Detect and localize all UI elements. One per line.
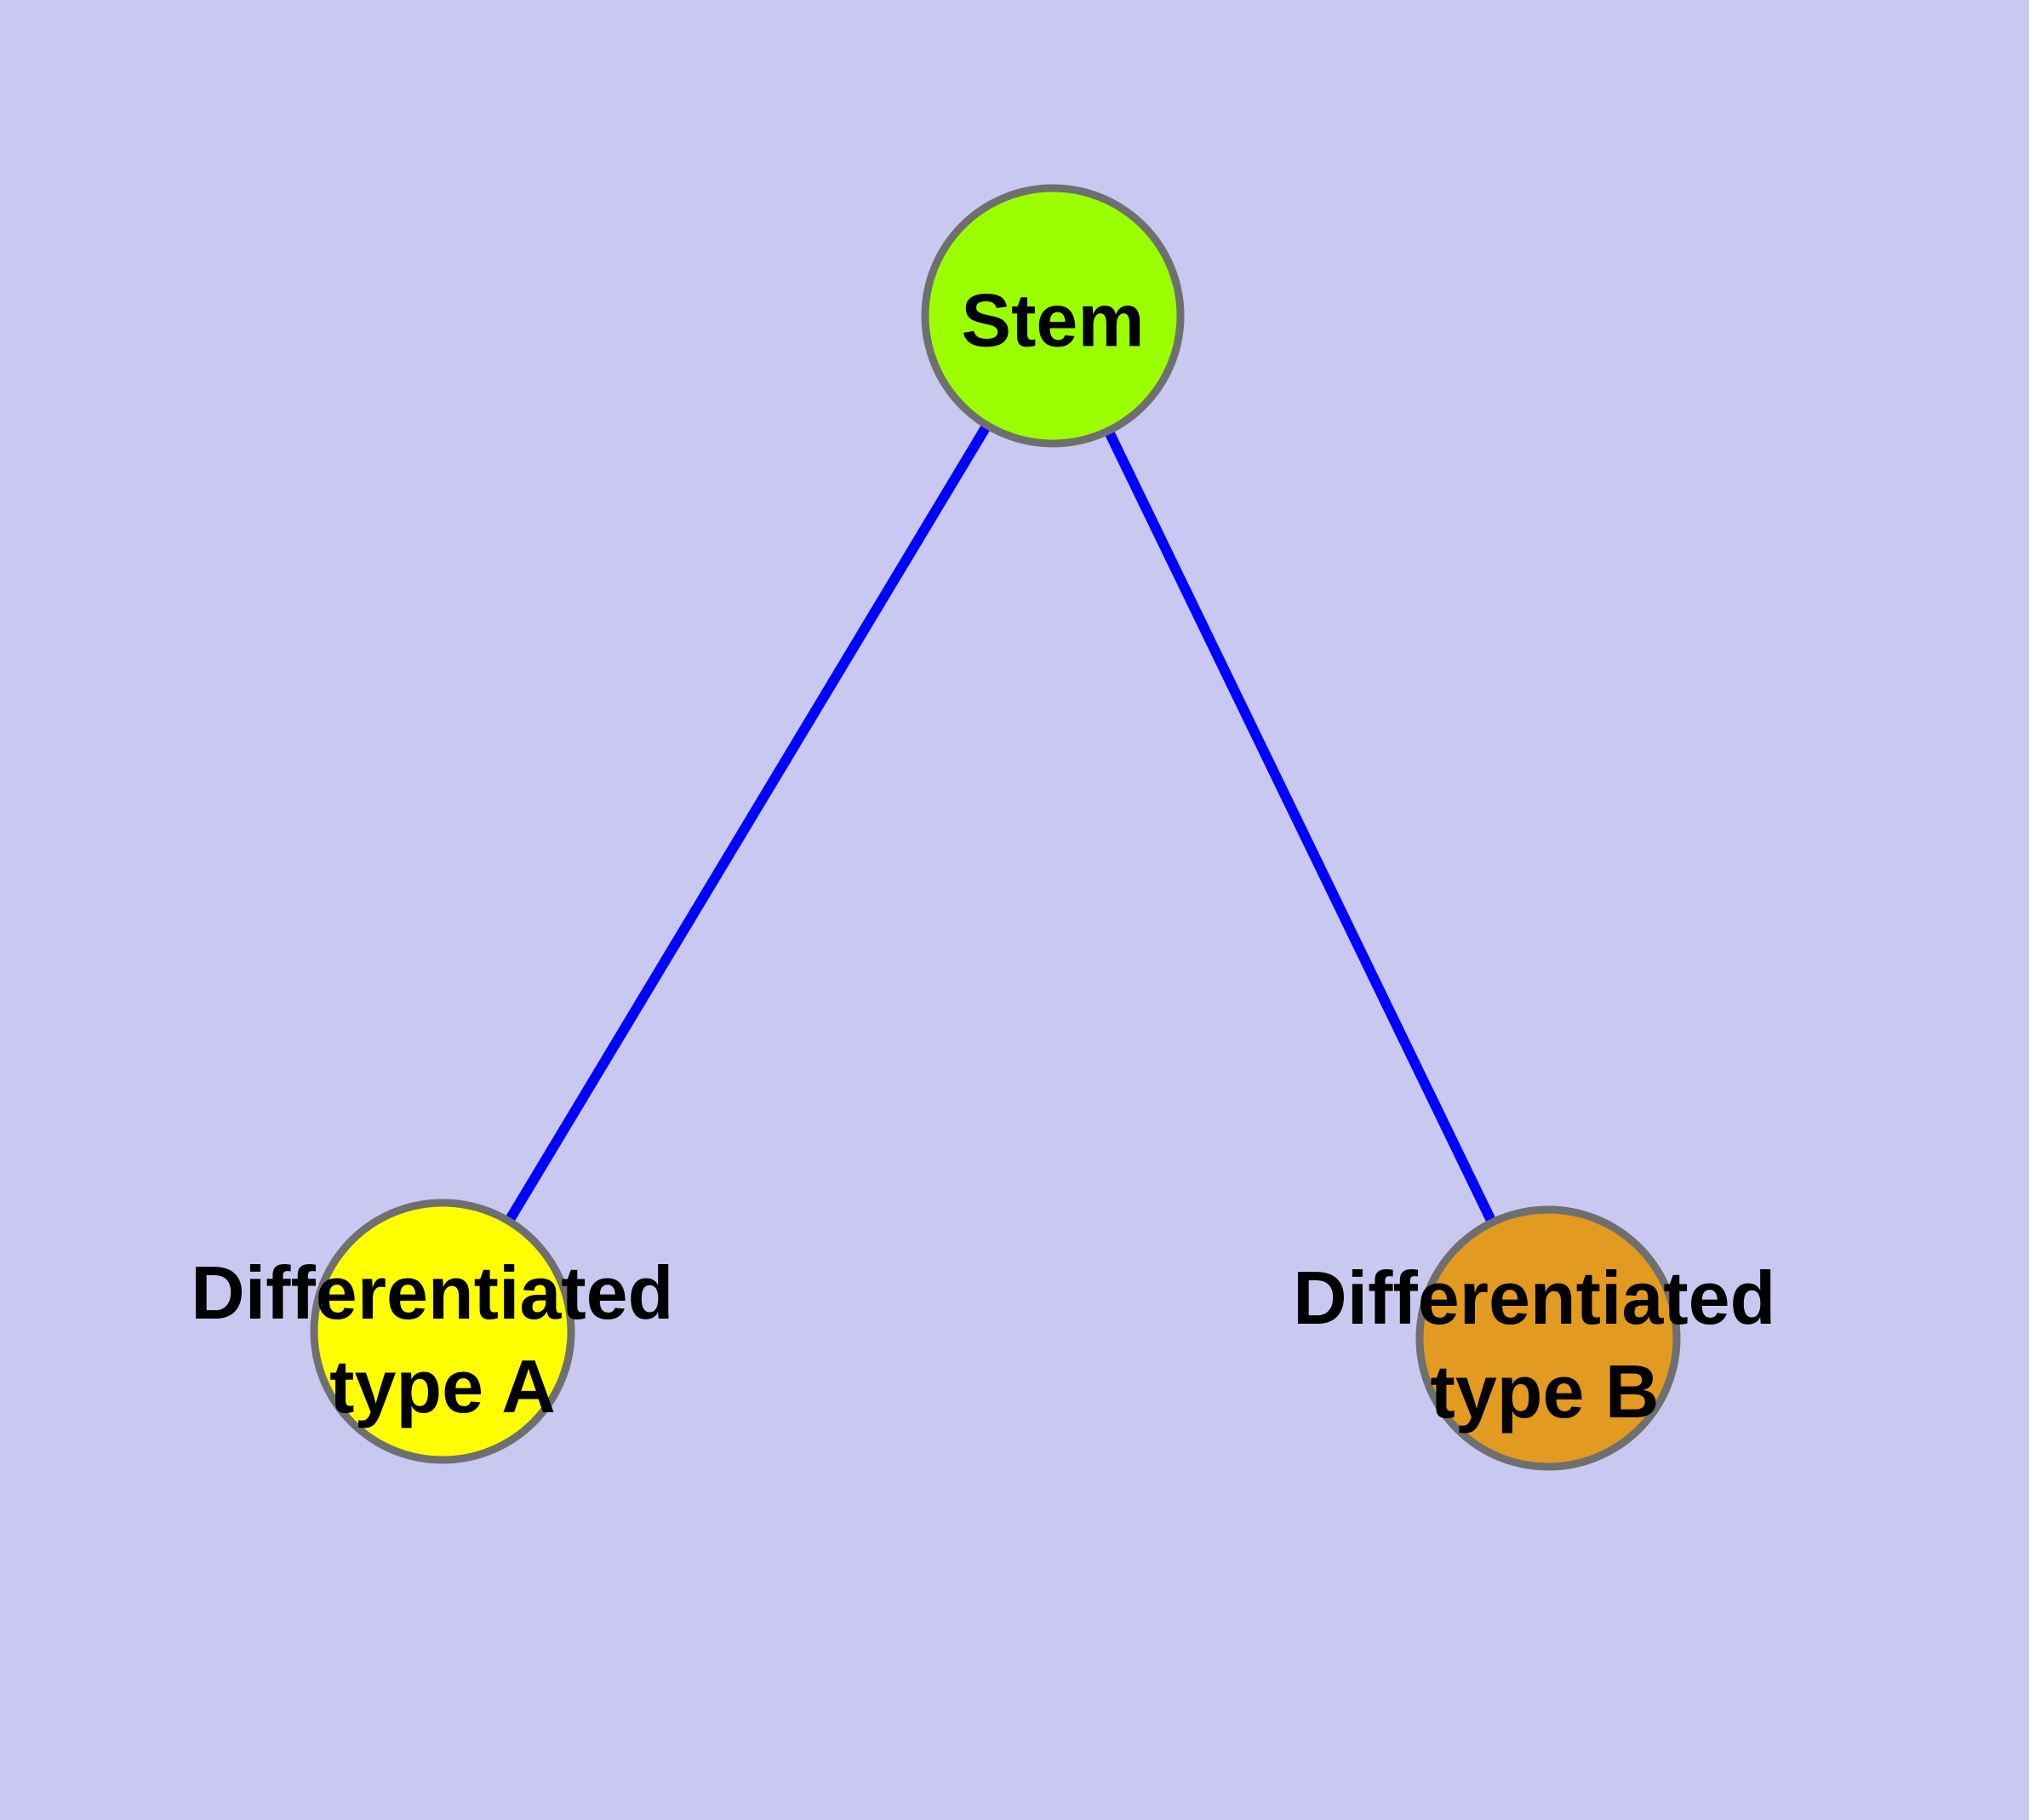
node-type-b-circle xyxy=(1415,1205,1681,1471)
edge-stem-to-type-a xyxy=(437,312,1058,1335)
node-type-a-circle xyxy=(310,1199,575,1464)
node-stem-label: Stem xyxy=(961,278,1144,363)
node-type-a-label-line1: Differentiated xyxy=(191,1251,673,1335)
node-type-a-label: Differentiated type A xyxy=(191,1251,694,1428)
edge-stem-to-type-b xyxy=(1048,313,1553,1341)
node-stem-circle xyxy=(921,184,1185,448)
node-type-b-label-line2: type B xyxy=(1431,1349,1660,1434)
node-type-a-label-line2: type A xyxy=(329,1344,556,1428)
node-type-b-label: Differentiated type B xyxy=(1293,1256,1797,1434)
node-type-b-label-line1: Differentiated xyxy=(1293,1256,1775,1340)
